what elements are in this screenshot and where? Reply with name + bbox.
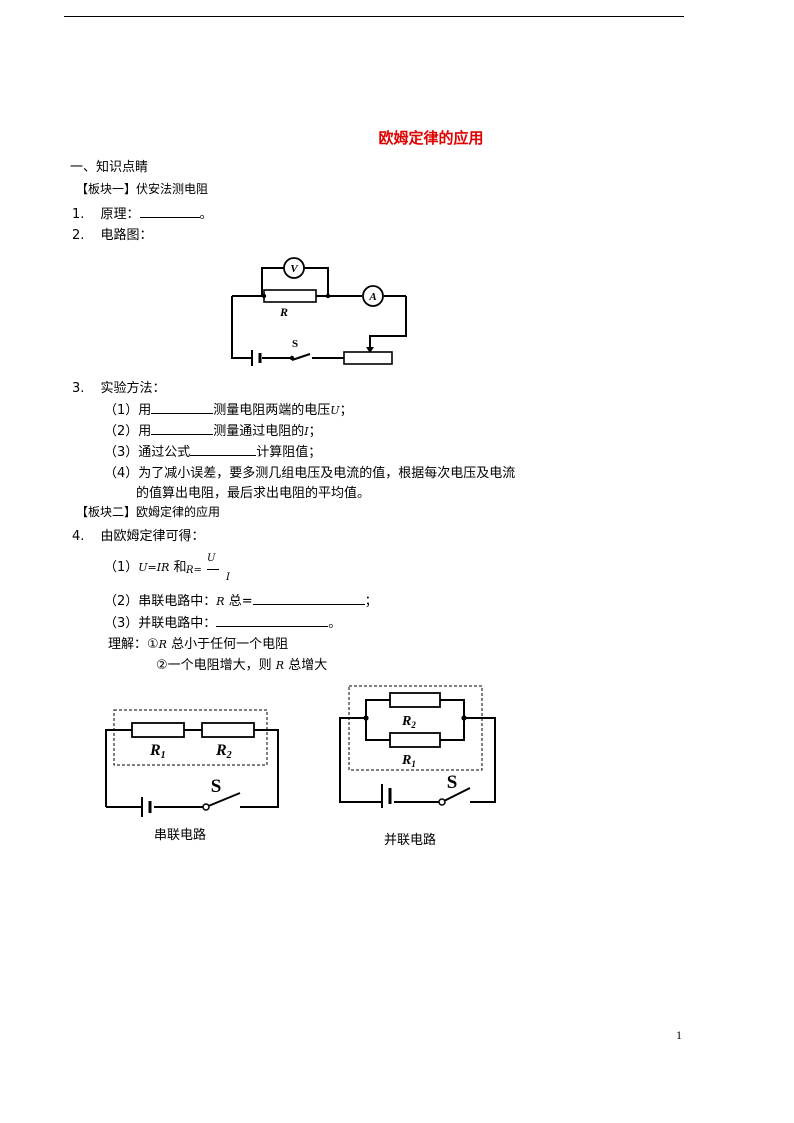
parallel-switch-label: S	[447, 772, 458, 793]
method-1-prefix: （1）用	[104, 403, 152, 418]
understanding-2-variable: R	[275, 659, 285, 672]
item-1-end: 。	[199, 207, 213, 222]
item-2-label: 电路图：	[100, 228, 153, 243]
understanding-1-text: 总小于任何一个电阻	[166, 637, 289, 652]
formula-prefix: （1）	[104, 560, 139, 575]
method-1-end: ；	[339, 403, 353, 418]
understanding-1-variable: R	[158, 638, 167, 651]
answer-blank-current-meter[interactable]	[151, 422, 214, 435]
series-total-line: （2）串联电路中：R 总= ；	[104, 590, 378, 609]
parallel-total-line: （3）并联电路中： 。	[104, 612, 341, 631]
series-caption: 串联电路	[154, 828, 207, 843]
item-1-number: 1.	[72, 207, 85, 222]
parallel-r2-label: R2	[401, 714, 416, 730]
answer-blank-voltage-meter[interactable]	[151, 401, 214, 414]
method-2: （2）用 测量通过电阻的I；	[104, 420, 322, 439]
method-3: （3）通过公式 计算阻值；	[104, 441, 321, 460]
parallel-prefix: （3）并联电路中：	[104, 616, 217, 631]
item-2-number: 2.	[72, 228, 85, 243]
item-3-label: 实验方法：	[100, 381, 166, 396]
voltammeter-circuit-diagram: V A R S	[231, 257, 407, 366]
page-title: 欧姆定律的应用	[378, 129, 484, 147]
understanding-label: 理解：①	[108, 637, 159, 652]
method-4-line-2: 的值算出电阻，最后求出电阻的平均值。	[136, 486, 371, 501]
section-heading: 一、知识点睛	[70, 160, 149, 175]
item-3: 3. 实验方法：	[72, 377, 166, 396]
page-number: 1	[676, 1028, 682, 1042]
item-2: 2. 电路图：	[72, 224, 153, 243]
method-1: （1）用 测量电阻两端的电压U；	[104, 399, 353, 418]
ammeter-icon	[362, 285, 384, 307]
series-r1-label: R1	[149, 742, 166, 761]
parallel-caption: 并联电路	[384, 833, 437, 848]
understanding-2: ②一个电阻增大，则 R 总增大	[156, 654, 327, 673]
parallel-r1-label: R1	[401, 753, 416, 769]
method-1-suffix: 测量电阻两端的电压	[213, 403, 331, 418]
method-2-prefix: （2）用	[104, 424, 152, 439]
formula-u-ir: U=IR	[138, 561, 170, 574]
resistor-label: R	[279, 305, 288, 319]
series-r2-label: R2	[215, 742, 232, 761]
voltmeter-icon	[283, 257, 305, 279]
formula-line: （1）U=IR 和	[104, 556, 187, 575]
answer-blank-series[interactable]	[252, 592, 365, 605]
understanding-2-end: 总增大	[284, 658, 328, 673]
answer-blank-formula[interactable]	[190, 443, 257, 456]
method-1-variable: U	[330, 404, 340, 417]
answer-blank-principle[interactable]	[139, 205, 200, 218]
answer-blank-parallel[interactable]	[216, 614, 329, 627]
parallel-end: 。	[328, 616, 342, 631]
series-total-label: 总=	[224, 594, 253, 609]
method-2-variable: I	[304, 425, 309, 438]
series-r-variable: R	[216, 595, 225, 608]
block-one-heading: 【板块一】伏安法测电阻	[76, 180, 208, 197]
item-1: 1. 原理： 。	[72, 203, 213, 222]
item-4-label: 由欧姆定律可得：	[100, 529, 205, 544]
method-3-suffix: 计算阻值；	[256, 445, 322, 460]
item-4: 4. 由欧姆定律可得：	[72, 525, 205, 544]
block-two-heading: 【板块二】欧姆定律的应用	[76, 505, 221, 519]
method-4-line-1: （4）为了减小误差，要多测几组电压及电流的值，根据每次电压及电流	[104, 466, 516, 481]
series-prefix: （2）串联电路中：	[104, 594, 217, 609]
series-end: ；	[364, 594, 378, 609]
header-rule	[64, 16, 684, 17]
understanding-1: 理解：①R 总小于任何一个电阻	[108, 633, 288, 652]
understanding-2-text: ②一个电阻增大，则	[156, 658, 276, 673]
fraction-bar	[207, 569, 219, 570]
voltmeter-label: V	[290, 263, 299, 275]
method-2-end: ；	[308, 424, 322, 439]
method-3-prefix: （3）通过公式	[104, 445, 191, 460]
formula-and: 和	[173, 560, 187, 575]
block-one-text: 【板块一】伏安法测电阻	[76, 182, 209, 196]
fraction-denominator: I	[226, 572, 230, 583]
switch-label: S	[292, 338, 298, 350]
ammeter-label: A	[368, 291, 376, 303]
item-3-number: 3.	[72, 381, 85, 396]
item-1-label: 原理：	[100, 207, 140, 222]
method-2-suffix: 测量通过电阻的	[213, 424, 305, 439]
fraction-numerator: U	[207, 553, 216, 564]
formula-r-equals: R=	[186, 565, 202, 576]
series-circuit-diagram: R1 R2 S	[105, 709, 279, 817]
parallel-circuit-diagram: R2 R1 S	[339, 685, 496, 808]
item-4-number: 4.	[72, 529, 85, 544]
series-switch-label: S	[211, 776, 222, 797]
